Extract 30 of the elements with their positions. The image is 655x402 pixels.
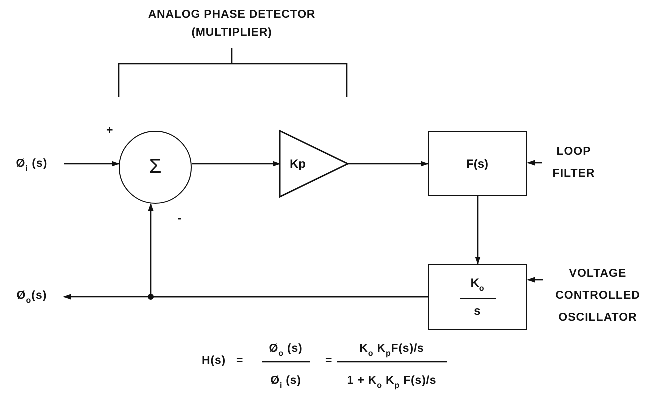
- equation-text: H(s): [202, 354, 226, 369]
- arrow: [192, 161, 281, 167]
- arrow: [475, 196, 481, 265]
- equation-text: 1 + K$_{o}$ K$_{p}$ F(s)/s: [347, 374, 437, 392]
- denominator-text: s: [474, 304, 481, 318]
- minus-sign: -: [178, 212, 182, 227]
- numerator-text: K$_{o}$: [470, 276, 484, 293]
- filter-block: [428, 131, 527, 196]
- plus-sign: +: [106, 124, 114, 139]
- equation-text: Ø$_{i}$ (s): [270, 374, 302, 392]
- equals-sign: =: [325, 354, 333, 369]
- block-label: F(s): [466, 156, 488, 170]
- signal-label: Ø$_{i}$ (s): [16, 156, 48, 175]
- signal-label: LOOP FILTER: [552, 145, 596, 182]
- transfer-block: [428, 264, 527, 330]
- equals-sign: =: [236, 354, 244, 369]
- arrow: [64, 161, 120, 167]
- arrow: [527, 277, 543, 283]
- signal-label: VOLTAGE CONTROLLED OSCILLATOR: [554, 267, 642, 326]
- signal-label: Ø$_{o}$(s): [16, 288, 48, 307]
- summing-junction: [119, 131, 192, 204]
- amplifier-triangle: [280, 131, 348, 197]
- sigma-symbol: Σ: [149, 156, 162, 179]
- arrow: [348, 161, 429, 167]
- equation-text: K$_{o}$ K$_{p}$F(s)/s: [360, 342, 424, 360]
- arrow: [527, 160, 542, 166]
- gain-label: Kp: [290, 157, 306, 171]
- arrow: [148, 203, 428, 298]
- group-caption: ANALOG PHASE DETECTOR (MULTIPLIER): [147, 8, 317, 42]
- equation-text: Ø$_{o}$ (s): [269, 342, 303, 360]
